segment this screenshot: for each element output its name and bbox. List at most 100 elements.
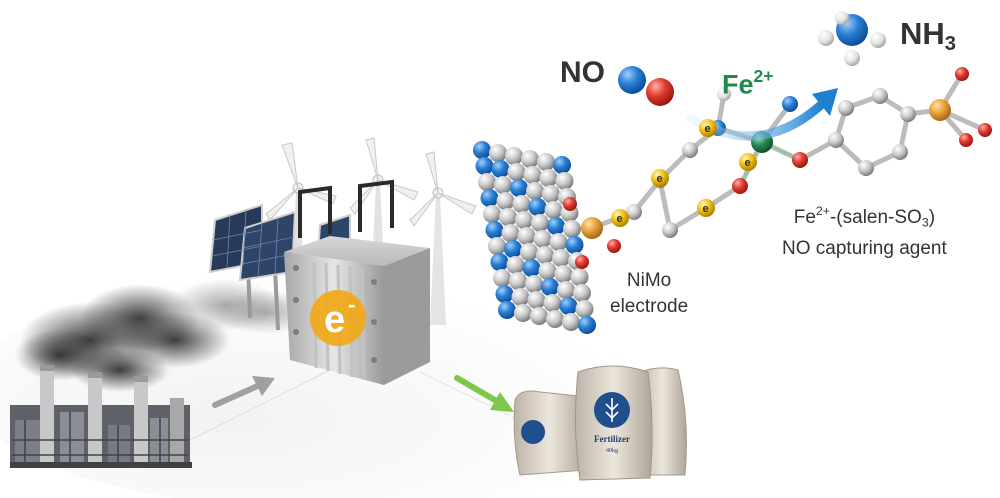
electrode-material: NiMo — [626, 270, 672, 291]
agent-subscript: 3 — [921, 215, 929, 230]
capturing-agent-formula: Fe2+-(salen-SO3) — [782, 198, 947, 236]
electrode-ni-atom — [525, 275, 543, 293]
electrode-mo-atom — [522, 259, 541, 277]
electrode-ni-atom — [537, 153, 555, 171]
bag-brand-label: Fertilizer — [594, 434, 630, 444]
factory-icon — [10, 365, 192, 468]
electrode-mo-atom — [480, 189, 499, 207]
electron-icon — [651, 169, 669, 187]
conversion-arrowhead-icon — [812, 88, 838, 116]
electrode-word: electrode — [610, 296, 689, 317]
electrode-ni-atom — [499, 208, 517, 226]
carbon-atom — [900, 106, 916, 122]
nh3-hydrogen-atom — [870, 32, 886, 48]
capturing-agent-label: Fe2+-(salen-SO3) NO capturing agent — [782, 198, 947, 262]
sulfur-atom — [929, 99, 951, 121]
oxygen-atom — [955, 67, 969, 81]
electrode-ni-atom — [549, 233, 568, 251]
nitrogen-atom — [782, 96, 798, 112]
carbon-atom — [872, 88, 888, 104]
electrode-ni-atom — [515, 211, 533, 229]
electrode-ni-atom — [562, 313, 580, 331]
electrode-mo-atom — [559, 297, 578, 315]
agent-charge: 2+ — [815, 204, 830, 218]
electron-icon — [611, 209, 629, 227]
electrode-mo-atom — [490, 253, 509, 271]
electron-label: e — [745, 157, 751, 169]
oxygen-atom — [732, 178, 748, 194]
oxygen-atom — [575, 255, 589, 269]
agent-close: ) — [928, 207, 936, 229]
carbon-atom — [662, 222, 678, 238]
electrode-ni-atom — [552, 249, 570, 267]
electrode-mo-atom — [541, 278, 559, 296]
electrode-label: NiMo electrode — [610, 268, 688, 320]
electrolyzer-icon: e - — [284, 179, 430, 385]
electron-label: e — [617, 213, 623, 225]
electrode-ni-atom — [501, 224, 520, 242]
electrode-mo-atom — [553, 156, 571, 174]
nh3-hydrogen-atom — [835, 11, 849, 25]
electrode-ni-atom — [544, 201, 563, 219]
electrode-ni-atom — [530, 307, 548, 325]
green-arrow-icon — [454, 375, 514, 412]
carbon-atom — [828, 132, 844, 148]
electron-label: e — [703, 203, 709, 215]
fertilizer-bag-icon: Fertilizer 40kg — [513, 365, 687, 481]
electron-label: e — [657, 173, 663, 185]
carbon-atom — [838, 100, 854, 116]
nh3-hydrogen-atom — [818, 30, 834, 46]
electron-badge-sign: - — [348, 292, 355, 317]
electrode-ni-atom — [488, 237, 506, 255]
electrode-ni-atom — [536, 246, 554, 264]
electron-icon — [697, 199, 715, 217]
no-label: NO — [560, 56, 605, 90]
oxygen-atom — [607, 239, 621, 253]
electrode-ni-atom — [533, 230, 552, 248]
electrode-ni-atom — [575, 300, 594, 318]
no-oxygen-atom — [646, 78, 674, 106]
nh3-base: NH — [900, 16, 945, 51]
bag-weight-label: 40kg — [606, 448, 618, 454]
electrode-ni-atom — [512, 195, 531, 213]
oxygen-atom — [792, 152, 808, 168]
electrode-ni-atom — [489, 144, 507, 162]
electron-label: e — [705, 123, 711, 135]
sulfur-atom — [581, 217, 603, 239]
electrode-ni-atom — [520, 243, 538, 261]
ground-line — [189, 369, 331, 441]
electron-icon — [699, 119, 717, 137]
agent-fe: Fe — [793, 207, 816, 229]
capturing-agent-description: NO capturing agent — [782, 237, 947, 259]
fe-charge: 2+ — [753, 66, 774, 86]
electrode-ni-atom — [538, 262, 557, 280]
oxygen-atom — [978, 123, 992, 137]
electrode-ni-atom — [531, 214, 549, 232]
electron-badge — [310, 290, 366, 346]
electrode-ni-atom — [557, 281, 575, 299]
electrode-ni-atom — [523, 166, 542, 184]
electrode-ni-atom — [506, 256, 525, 274]
oxygen-atom — [959, 133, 973, 147]
electrode-mo-atom — [565, 236, 584, 254]
electrode-ni-atom — [546, 310, 564, 328]
no-nitrogen-atom — [618, 66, 646, 94]
electron-icon — [739, 153, 757, 171]
electrode-mo-atom — [473, 141, 491, 159]
electrode-mo-atom — [578, 316, 596, 334]
nimo-electrode-icon — [473, 141, 596, 334]
electrode-ni-atom — [511, 288, 530, 306]
electrode-ni-atom — [514, 304, 532, 322]
electrode-mo-atom — [504, 240, 522, 258]
electrode-ni-atom — [517, 227, 536, 245]
electron-markers: e e e e e — [611, 119, 757, 227]
electrode-mo-atom — [475, 157, 494, 175]
electrode-ni-atom — [507, 163, 526, 181]
gray-arrow-icon — [212, 376, 275, 408]
electrode-ni-atom — [505, 147, 523, 165]
electrode-ni-atom — [555, 172, 574, 190]
electrode-ni-atom — [483, 205, 501, 223]
electron-badge-label: e — [324, 299, 345, 341]
